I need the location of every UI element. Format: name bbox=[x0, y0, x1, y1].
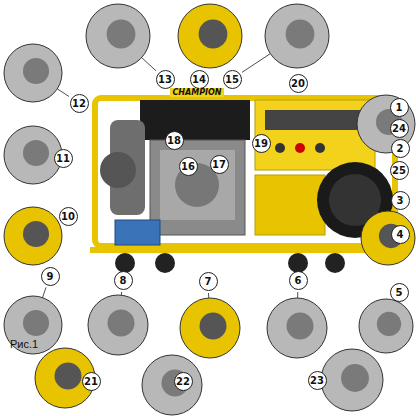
callout-number: 12 bbox=[70, 94, 89, 113]
leader-line bbox=[208, 293, 209, 298]
callout-number: 14 bbox=[190, 70, 209, 89]
detail-inset bbox=[4, 44, 62, 102]
callout-number: 10 bbox=[59, 207, 78, 226]
detail-inset bbox=[4, 207, 62, 265]
figure-caption: Рис.1 bbox=[10, 338, 38, 350]
detail-inset bbox=[267, 298, 327, 358]
detail-inset bbox=[180, 298, 240, 358]
callout-number: 23 bbox=[308, 371, 327, 390]
callout-number: 20 bbox=[289, 74, 308, 93]
detail-insets bbox=[4, 4, 415, 415]
leader-line bbox=[57, 89, 69, 97]
detail-inset bbox=[86, 4, 150, 68]
callout-number: 21 bbox=[82, 372, 101, 391]
detail-inset bbox=[88, 295, 148, 355]
generator-frame bbox=[90, 98, 395, 273]
callout-number: 15 bbox=[223, 70, 242, 89]
detail-inset bbox=[178, 4, 242, 68]
callout-number: 9 bbox=[41, 267, 60, 286]
leader-lines bbox=[43, 54, 414, 385]
leader-line bbox=[242, 54, 270, 73]
detail-inset bbox=[361, 211, 415, 265]
brand-logo: CHAMPION bbox=[170, 88, 223, 97]
detail-inset bbox=[265, 4, 329, 68]
callout-number: 24 bbox=[390, 119, 409, 138]
callout-number: 6 bbox=[289, 271, 308, 290]
callout-number: 8 bbox=[114, 271, 133, 290]
detail-inset bbox=[4, 126, 62, 184]
callout-number: 3 bbox=[391, 191, 410, 210]
detail-inset bbox=[142, 355, 202, 415]
detail-inset bbox=[321, 349, 383, 411]
callout-number: 11 bbox=[54, 149, 73, 168]
callout-number: 1 bbox=[390, 98, 409, 117]
callout-number: 7 bbox=[199, 272, 218, 291]
callout-number: 5 bbox=[390, 283, 409, 302]
callout-number: 2 bbox=[391, 139, 410, 158]
callout-number: 16 bbox=[179, 157, 198, 176]
leader-line bbox=[297, 292, 298, 298]
callout-number: 25 bbox=[390, 161, 409, 180]
callout-number: 18 bbox=[165, 131, 184, 150]
detail-inset bbox=[4, 296, 62, 354]
callout-number: 13 bbox=[156, 70, 175, 89]
callout-number: 19 bbox=[252, 134, 271, 153]
callout-number: 17 bbox=[210, 155, 229, 174]
leader-line bbox=[43, 287, 47, 297]
detail-inset bbox=[359, 299, 413, 353]
callout-number: 22 bbox=[174, 372, 193, 391]
callout-number: 4 bbox=[391, 225, 410, 244]
leader-line bbox=[142, 58, 157, 71]
